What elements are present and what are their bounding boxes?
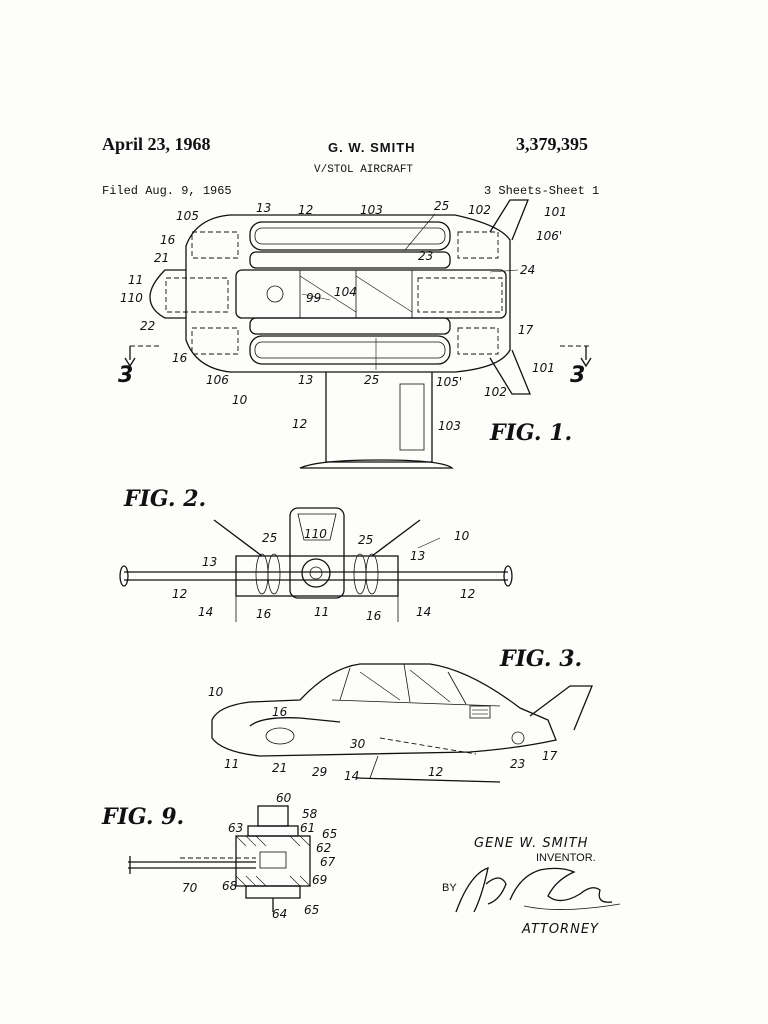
ref-label: 13 [256, 201, 271, 215]
ref-label: 10 [208, 685, 224, 699]
ref-label: 25 [364, 373, 379, 387]
ref-label: 16 [172, 351, 188, 365]
ref-label: 101 [544, 205, 567, 219]
fig2-reference-numerals: 110 25 25 10 13 13 12 12 14 16 11 16 14 [172, 527, 475, 623]
ref-label: 70 [182, 881, 198, 895]
ref-label: 102 [468, 203, 491, 217]
ref-label: 11 [224, 757, 239, 771]
fig3-label: FIG. 3. [499, 646, 582, 672]
ref-label: 14 [416, 605, 431, 619]
ref-label: 104 [334, 285, 357, 299]
patent-number: 3,379,395 [516, 134, 588, 154]
ref-label: 17 [518, 323, 534, 337]
ref-label: 110 [120, 291, 143, 305]
ref-label: 11 [128, 273, 143, 287]
ref-label: 12 [428, 765, 443, 779]
fig3-drawing [211, 663, 593, 783]
ref-label: 21 [272, 761, 287, 775]
ref-label: 103 [438, 419, 461, 433]
ref-label: 10 [454, 529, 470, 543]
ref-label: 12 [172, 587, 187, 601]
ref-label: 23 [510, 757, 525, 771]
ref-label: 30 [350, 737, 366, 751]
ref-label: 63 [228, 821, 243, 835]
ref-label: 61 [300, 821, 315, 835]
ref-label: 25 [434, 199, 449, 213]
ref-label: 103 [360, 203, 383, 217]
ref-label: 110 [304, 527, 327, 541]
ref-label: 13 [298, 373, 313, 387]
ref-label: 58 [302, 807, 318, 821]
ref-label: 102 [484, 385, 507, 399]
fig9-label: FIG. 9. [101, 804, 184, 830]
filed-date: Filed Aug. 9, 1965 [102, 184, 232, 198]
ref-label: 64 [272, 907, 287, 921]
ref-label: 24 [520, 263, 535, 277]
ref-label: 65 [322, 827, 337, 841]
ref-label: 23 [418, 249, 433, 263]
ref-label: 12 [298, 203, 313, 217]
fig1-reference-numerals: 105 13 12 103 25 102 101 106' 16 21 23 2… [120, 199, 567, 433]
ref-label: 13 [202, 555, 217, 569]
ref-label: 10 [232, 393, 248, 407]
section-3-left: 3 [118, 363, 133, 388]
ref-label: 29 [312, 765, 327, 779]
fig3-reference-numerals: 10 16 30 11 21 29 14 12 23 17 [208, 685, 558, 783]
fig2-label: FIG. 2. [123, 486, 206, 512]
ref-label: 22 [140, 319, 155, 333]
ref-label: 99 [306, 291, 321, 305]
ref-label: 25 [358, 533, 373, 547]
fig2-drawing [119, 507, 513, 622]
ref-label: 12 [460, 587, 475, 601]
ref-label: 16 [256, 607, 272, 621]
ref-label: 105 [176, 209, 199, 223]
ref-label: 106' [536, 229, 562, 243]
sheet-count: 3 Sheets-Sheet 1 [484, 184, 600, 198]
ref-label: 16 [272, 705, 288, 719]
inventor-signature-name: GENE W. SMITH [474, 836, 589, 851]
ref-label: 16 [366, 609, 382, 623]
ref-label: 105' [436, 375, 462, 389]
ref-label: 60 [276, 791, 292, 805]
inventor-caption: INVENTOR. [536, 852, 596, 864]
patent-date: April 23, 1968 [102, 134, 211, 154]
ref-label: 69 [312, 873, 327, 887]
attorney-caption: ATTORNEY [522, 922, 599, 937]
ref-label: 21 [154, 251, 169, 265]
ref-label: 12 [292, 417, 307, 431]
ref-label: 25 [262, 531, 277, 545]
fig1-drawing [124, 199, 592, 469]
ref-label: 11 [314, 605, 329, 619]
ref-label: 101 [532, 361, 555, 375]
ref-label: 65 [304, 903, 319, 917]
ref-label: 17 [542, 749, 558, 763]
ref-label: 68 [222, 879, 238, 893]
inventor-header: G. W. SMITH [328, 140, 416, 155]
ref-label: 13 [410, 549, 425, 563]
ref-label: 14 [344, 769, 359, 783]
ref-label: 106 [206, 373, 229, 387]
ref-label: 67 [320, 855, 336, 869]
ref-label: 16 [160, 233, 176, 247]
attorney-signature [455, 867, 621, 913]
fig1-label: FIG. 1. [489, 420, 572, 446]
ref-label: 14 [198, 605, 213, 619]
by-label: BY [442, 882, 457, 894]
ref-label: 62 [316, 841, 331, 855]
section-3-right: 3 [570, 363, 585, 388]
fig9-drawing [128, 805, 311, 912]
patent-title: V/STOL AIRCRAFT [314, 164, 414, 176]
fig9-reference-numerals: 60 58 63 61 65 62 67 68 69 70 64 65 [182, 791, 337, 921]
